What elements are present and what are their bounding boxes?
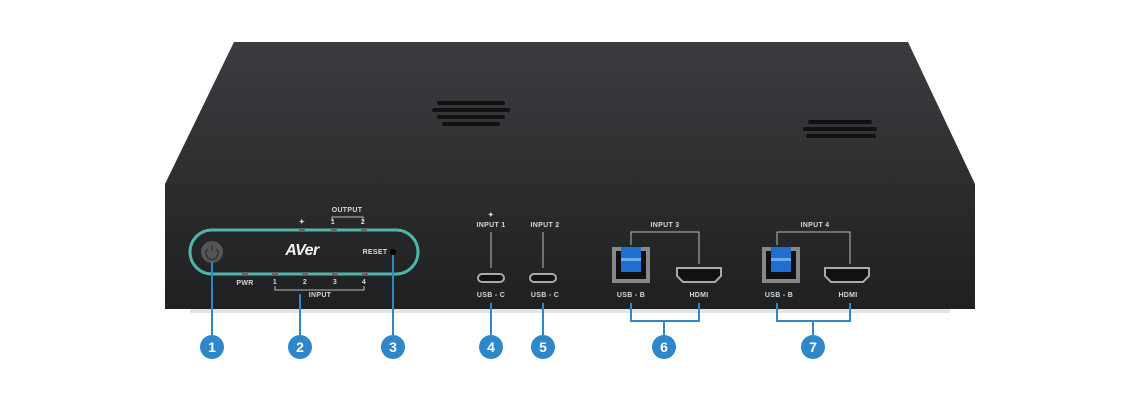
output-label: OUTPUT — [331, 207, 363, 214]
device-top — [165, 42, 975, 184]
input1-symbol: ✦ — [487, 212, 495, 219]
output-1: 1 — [330, 219, 336, 226]
reset-hole — [390, 249, 396, 255]
input4-hdmi: HDMI — [838, 292, 858, 299]
callout-7: 7 — [801, 335, 825, 359]
input3-hdmi: HDMI — [689, 292, 709, 299]
input-label: INPUT — [308, 292, 332, 299]
aver-logo: AVer — [285, 242, 319, 259]
hdmi-ports — [676, 267, 870, 283]
pwr-label: PWR — [236, 280, 254, 287]
input-3: 3 — [332, 279, 338, 286]
reset-label: RESET — [362, 249, 388, 256]
output-2: 2 — [360, 219, 366, 226]
input3-label: INPUT 3 — [650, 222, 680, 229]
input1-type: USB - C — [476, 292, 506, 299]
input-2: 2 — [302, 279, 308, 286]
power-button — [201, 241, 223, 263]
input2-type: USB - C — [530, 292, 560, 299]
callout-4: 4 — [479, 335, 503, 359]
vent-right — [803, 120, 877, 138]
leader-lines — [211, 255, 851, 335]
callout-1: 1 — [200, 335, 224, 359]
input-4: 4 — [361, 279, 367, 286]
input1-label: INPUT 1 — [476, 222, 506, 229]
device-front — [165, 184, 975, 309]
usb-b-ports — [612, 247, 800, 283]
input-1: 1 — [272, 279, 278, 286]
callout-2: 2 — [288, 335, 312, 359]
input2-label: INPUT 2 — [530, 222, 560, 229]
usb-c-ports — [477, 273, 557, 283]
vent-left — [432, 101, 510, 126]
input4-usb-b: USB - B — [764, 292, 794, 299]
input4-label: INPUT 4 — [800, 222, 830, 229]
callout-3: 3 — [381, 335, 405, 359]
usb-symbol: ✦ — [298, 219, 306, 226]
callout-6: 6 — [652, 335, 676, 359]
callout-5: 5 — [531, 335, 555, 359]
input3-usb-b: USB - B — [616, 292, 646, 299]
